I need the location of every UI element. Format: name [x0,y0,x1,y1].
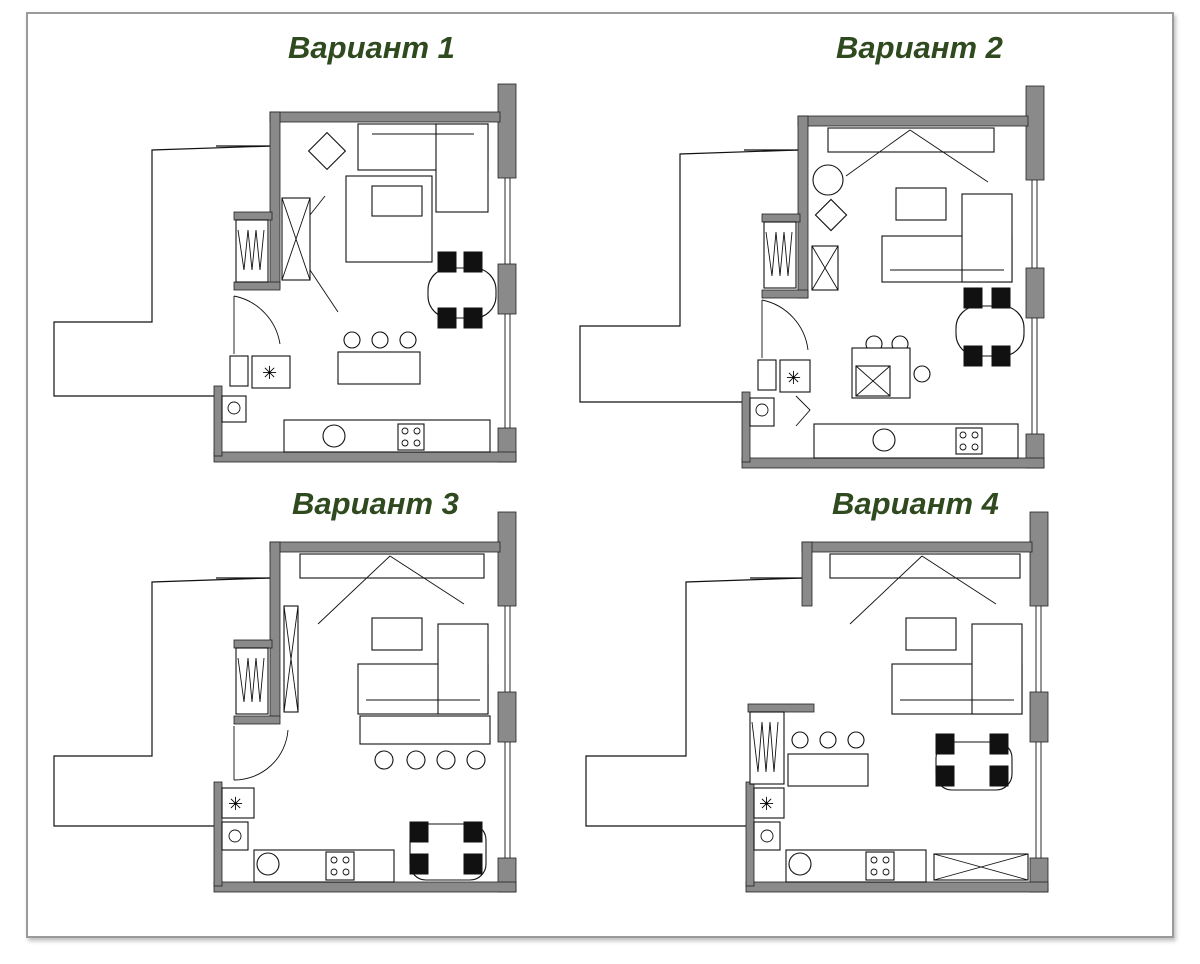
fridge [779,359,811,393]
svg-text:✳: ✳ [228,794,243,815]
sink [872,428,896,452]
wall [213,451,517,463]
balcony-outline [579,149,799,403]
washer [753,821,781,851]
tv-stand [827,127,995,153]
wall [747,703,815,713]
wall [1025,85,1045,181]
wall [797,115,809,299]
fridge [753,787,785,819]
wall [269,541,501,553]
sink [788,852,812,876]
fridge [251,355,291,389]
coffee-table [905,617,957,651]
balcony-outline [585,577,805,827]
kitchen-island [359,715,491,745]
hob [865,851,895,881]
door [233,726,289,781]
kitchen-island [787,753,869,787]
title-variant-2: Вариант 2 [836,30,1003,65]
wall [497,263,517,315]
door [795,395,811,427]
svg-text:✳: ✳ [786,368,801,389]
wall [213,781,223,887]
wall [497,511,517,607]
counter [813,423,1019,459]
balcony-outline [53,577,271,827]
wall [745,781,755,887]
wall [233,281,281,291]
dining-table [427,267,497,319]
wall [745,881,1049,893]
washer [221,821,249,851]
hob [955,427,983,455]
wall [233,715,281,725]
wall [233,211,273,221]
wall [269,111,501,123]
hob [397,423,425,451]
wall [1029,511,1049,607]
wall [741,457,1045,469]
wall [213,881,517,893]
wall [213,385,223,457]
washer [749,397,775,427]
coffee-table [895,187,947,221]
washer [221,395,247,423]
sink [322,424,346,448]
wall [761,213,801,223]
wall [1029,691,1049,743]
plan-variant-2: ✳ [579,85,1045,469]
title-variant-3: Вариант 3 [292,486,459,521]
svg-text:✳: ✳ [759,794,774,815]
wall [801,541,1033,553]
tv-stand [299,553,485,579]
wall [269,111,281,289]
svg-text:✳: ✳ [262,363,277,384]
plan-variant-3: ✳ [53,511,517,893]
title-variant-4: Вариант 4 [832,486,999,521]
balcony-outline [53,145,273,397]
wall [497,691,517,743]
wall [741,391,751,463]
wall [233,639,273,649]
wardrobe [749,711,785,785]
wall [497,83,517,179]
plan-variant-4: ✳ [585,511,1049,893]
hob [325,851,355,881]
side-table [812,164,844,196]
armchair [814,198,848,232]
door [233,295,281,354]
door [761,299,809,358]
coffee-table [371,185,423,217]
kitchen-island [337,351,421,385]
counter [283,419,491,453]
wall [761,289,809,299]
wall [1025,267,1045,319]
coffee-table [371,617,423,651]
page-frame [26,12,1174,938]
sink [256,852,280,876]
title-variant-1: Вариант 1 [288,30,455,65]
armchair [307,131,347,171]
plan-variant-1: ✳ [53,83,517,463]
dining-table [955,305,1025,357]
wall [269,541,281,719]
wall [797,115,1029,127]
wall [801,541,813,607]
fridge [221,787,255,819]
